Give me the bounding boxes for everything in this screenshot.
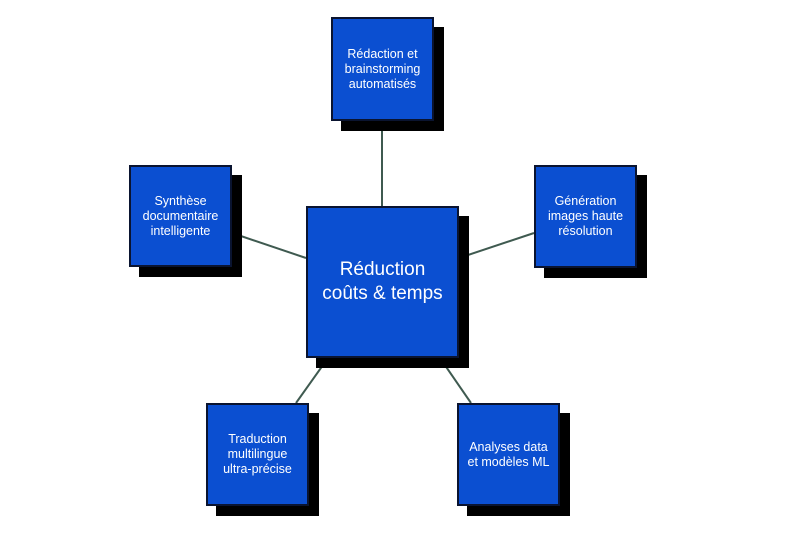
node-generation-images: Génération images haute résolution <box>534 165 637 268</box>
node-label: Analyses data et modèles ML <box>467 439 550 469</box>
connector-right <box>458 232 535 259</box>
central-node-reduction: Réduction coûts & temps <box>306 206 459 358</box>
connector-bottom-right <box>439 357 472 404</box>
node-analyses-data: Analyses data et modèles ML <box>457 403 560 506</box>
central-node-label: Réduction coûts & temps <box>322 259 443 304</box>
node-redaction-brainstorming: Rédaction et brainstorming automatisés <box>331 17 434 121</box>
node-label: Génération images haute résolution <box>547 194 624 238</box>
node-label: Synthèse documentaire intelligente <box>142 193 219 238</box>
node-label: Rédaction et brainstorming automatisés <box>344 46 421 91</box>
node-synthese-documentaire: Synthèse documentaire intelligente <box>129 165 232 267</box>
connector-bottom-left <box>295 357 329 404</box>
node-traduction-multilingue: Traduction multilingue ultra-précise <box>206 403 309 506</box>
node-label: Traduction multilingue ultra-précise <box>223 432 292 476</box>
connector-left <box>231 232 307 259</box>
